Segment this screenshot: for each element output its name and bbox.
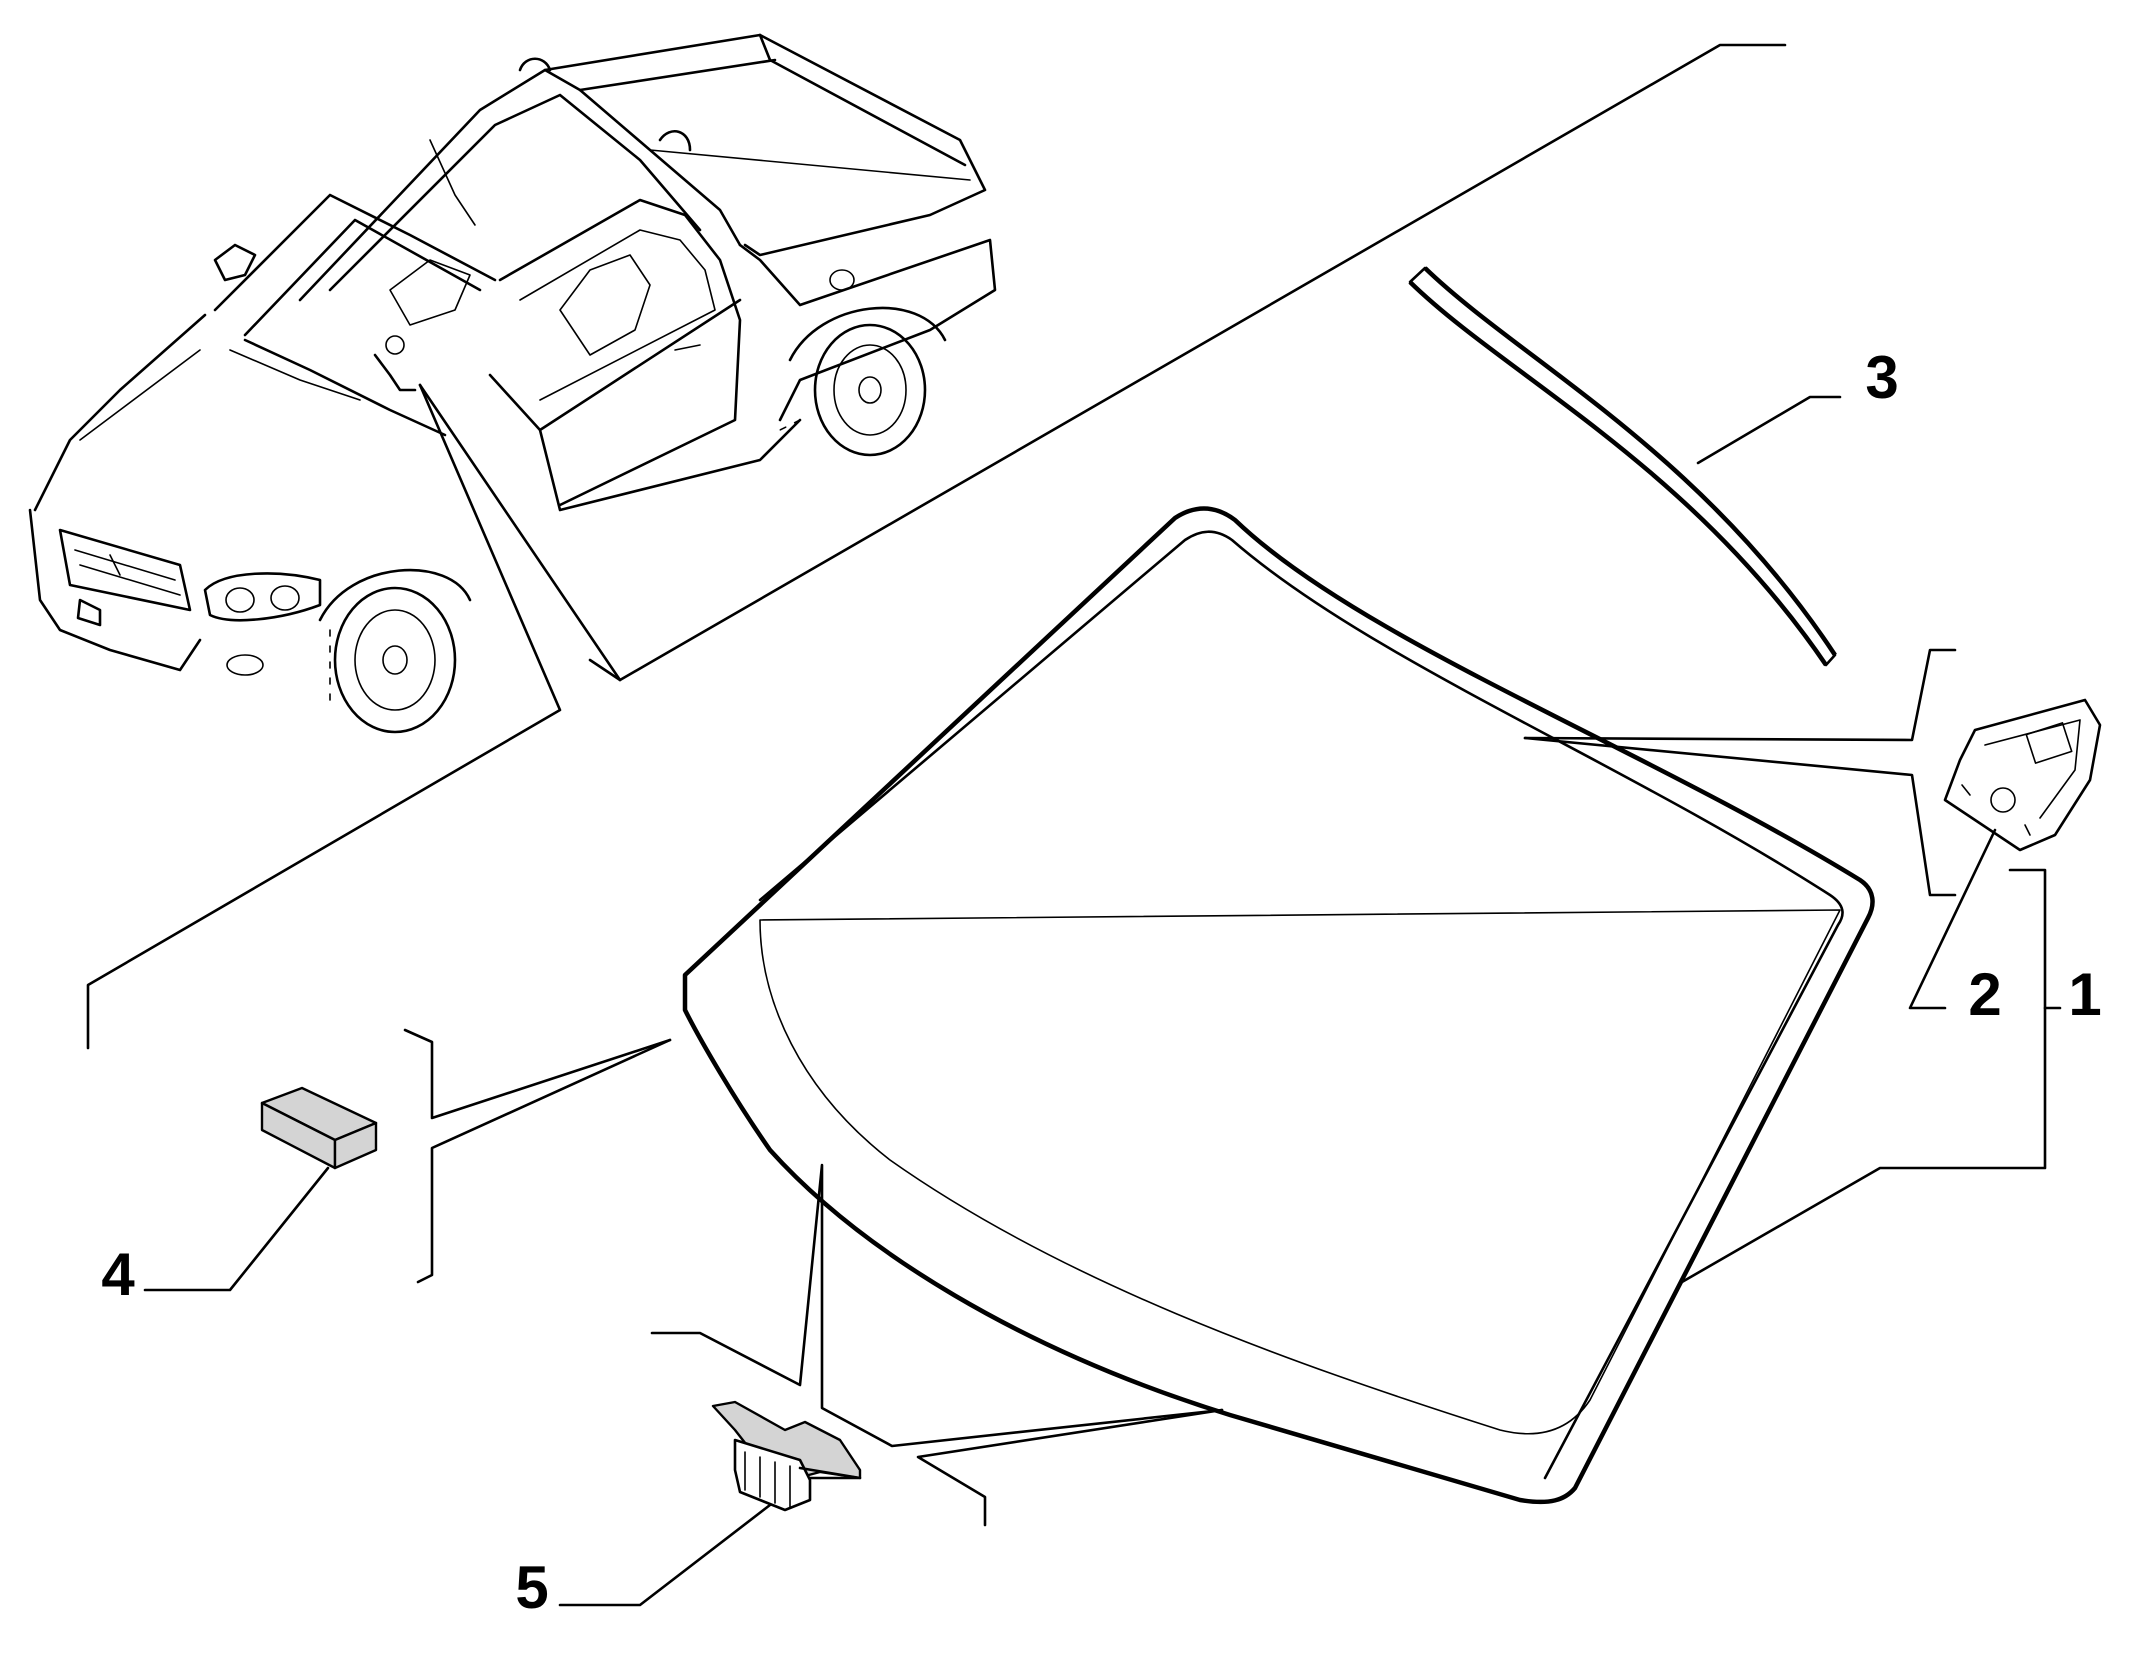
spacer-pad-part bbox=[260, 1086, 378, 1170]
leader-lines bbox=[143, 395, 2062, 1607]
callout-2: 2 bbox=[1968, 961, 2001, 1028]
callout-3: 3 bbox=[1865, 344, 1898, 411]
windshield-part bbox=[682, 506, 1875, 1505]
callout-1: 1 bbox=[2068, 961, 2101, 1028]
callout-5: 5 bbox=[515, 1554, 548, 1621]
retaining-clip-part bbox=[711, 1400, 862, 1512]
mirror-bracket-part bbox=[1943, 698, 2102, 852]
seal-strip-part bbox=[1408, 266, 1837, 667]
pickup-truck-illustration bbox=[28, 33, 997, 734]
callout-4: 4 bbox=[101, 1241, 135, 1308]
callout-labels: 1 2 3 4 5 bbox=[101, 344, 2101, 1621]
detail-frame-lines bbox=[86, 43, 1787, 1050]
